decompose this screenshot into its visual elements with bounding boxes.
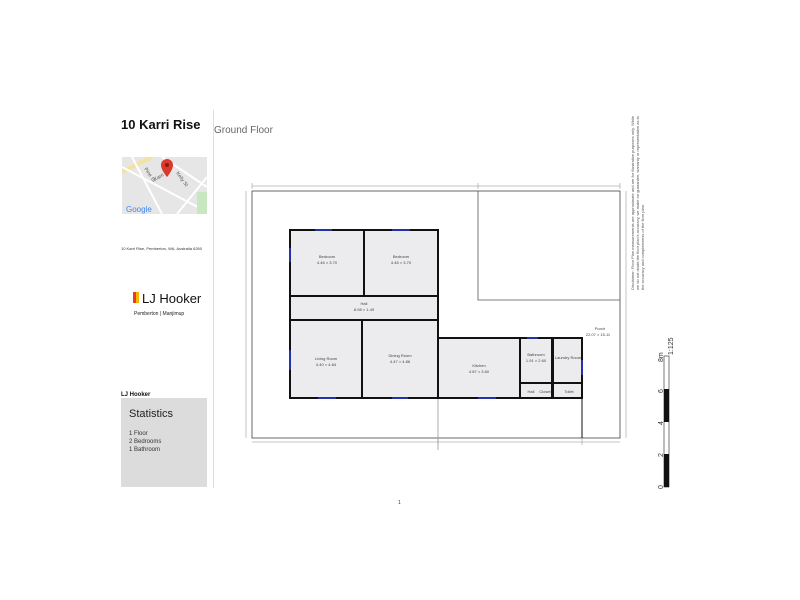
room-dims: 4.40 × 4.84	[316, 362, 337, 367]
room-name: Hall	[528, 389, 535, 394]
room-name: Dining Room	[388, 353, 412, 358]
scale-tick: 8m	[658, 352, 665, 362]
divider	[213, 110, 214, 488]
disclaimer: Disclaimer: Floor Plan measurements are …	[630, 116, 645, 290]
stat-item: 1 Floor	[129, 431, 148, 437]
scale-tick: 2	[658, 453, 665, 457]
address: 10 Karri Rise, Pemberton, WA, Australia …	[121, 246, 202, 251]
google-logo: Google	[126, 205, 152, 214]
room-name: Living Room	[315, 356, 338, 361]
room-dims: 4.87 × 3.60	[469, 369, 490, 374]
lot-outline	[251, 190, 621, 439]
room-dims: 8.98 × 1.49	[354, 307, 375, 312]
room-name: Hall	[361, 301, 368, 306]
scale-bar: 0 2 4 6 8m 1:125	[658, 337, 675, 489]
stat-item: 2 Bedrooms	[129, 439, 162, 445]
dimension-lines	[245, 183, 627, 445]
statistics-panel: Statistics 1 Floor 2 Bedrooms 1 Bathroom	[121, 398, 207, 487]
room-name: Bedroom	[319, 254, 336, 259]
brand-name: LJ Hooker	[121, 392, 151, 398]
scale-tick: 6	[658, 389, 665, 393]
windows	[289, 229, 583, 399]
property-title: 10 Karri Rise	[121, 117, 201, 132]
page-number: 1	[398, 500, 401, 506]
room-name: Bathroom	[527, 352, 545, 357]
room-dims: 4.46 × 3.70	[317, 260, 338, 265]
lj-hooker-logo: LJ Hooker	[133, 291, 201, 306]
room-dims: 4.47 × 4.86	[390, 359, 411, 364]
street-label: Karri	[153, 172, 165, 182]
floor-label: Ground Floor	[214, 125, 273, 136]
room-dims: 1.91 × 2.60	[526, 358, 547, 363]
statistics-heading: Statistics	[129, 408, 174, 420]
logo-bars-icon	[133, 291, 139, 306]
room-walls	[289, 229, 583, 399]
room-name: Toilet	[564, 389, 574, 394]
room-name: Closet	[539, 389, 551, 394]
room-name: Porch	[595, 326, 605, 331]
scale-tick: 4	[658, 421, 665, 425]
office-name: Pemberton | Manjimup	[134, 311, 185, 317]
room-name: Kitchen	[472, 363, 485, 368]
room-name: Bedroom	[393, 254, 410, 259]
room-dims: 4.46 × 3.70	[391, 260, 412, 265]
scale-ratio: 1:125	[668, 337, 675, 355]
room-dims: 22.07 × 15.11	[586, 332, 611, 337]
map-pin-icon	[161, 159, 173, 177]
stat-item: 1 Bathroom	[129, 447, 161, 453]
room-name: Laundry Room	[555, 355, 582, 360]
location-map[interactable]: Pine St Karri Kelly St Google	[122, 157, 207, 214]
scale-tick: 0	[658, 485, 665, 489]
